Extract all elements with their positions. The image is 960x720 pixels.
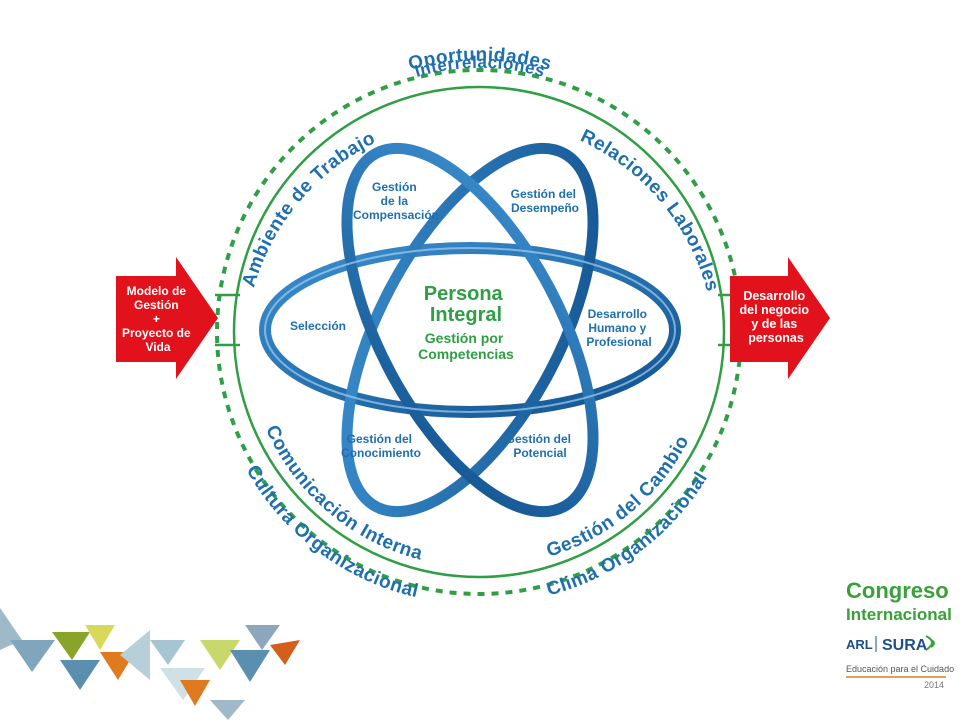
- right-arrow: [730, 257, 830, 379]
- node-desempeno: Gestión del Desempeño: [511, 187, 580, 215]
- orbit-tilted-right: [341, 142, 599, 518]
- node-compensacion: Gestión de la Compensación: [353, 180, 439, 222]
- logo-sura: SURA: [882, 637, 928, 654]
- center-title: Persona Integral: [424, 283, 509, 326]
- label-cultura-organizacional: Cultura Organizacional: [242, 462, 421, 603]
- logo-line2: Internacional: [846, 605, 952, 624]
- node-potencial: Gestión del Potencial: [506, 432, 575, 460]
- inner-solid-ring: [232, 85, 726, 579]
- node-conocimiento: Gestión del Conocimiento: [341, 432, 421, 460]
- decorative-triangles: [0, 608, 300, 720]
- logo-tagline: Educación para el Cuidado: [846, 664, 954, 674]
- sura-swirl-icon: [925, 635, 935, 651]
- node-desarrollo: Desarrollo Humano y Profesional: [586, 307, 651, 349]
- logo-line1: Congreso: [846, 578, 949, 603]
- center-subtitle: Gestión por Competencias: [418, 330, 514, 362]
- orbit-highlight: [264, 247, 676, 413]
- right-arrow-label: Desarrollo del negocio y de las personas: [740, 289, 813, 345]
- logo-year: 2014: [924, 680, 944, 690]
- node-seleccion: Selección: [290, 319, 346, 333]
- congreso-logo: Congreso Internacional ARL SURA Educació…: [846, 578, 954, 690]
- atom-orbits: [259, 142, 681, 518]
- left-arrow-label: Modelo de Gestión + Proyecto de Vida: [122, 284, 194, 354]
- left-arrow: [116, 257, 218, 379]
- orbit-tilted-left: [341, 142, 599, 518]
- logo-arl: ARL: [846, 637, 873, 652]
